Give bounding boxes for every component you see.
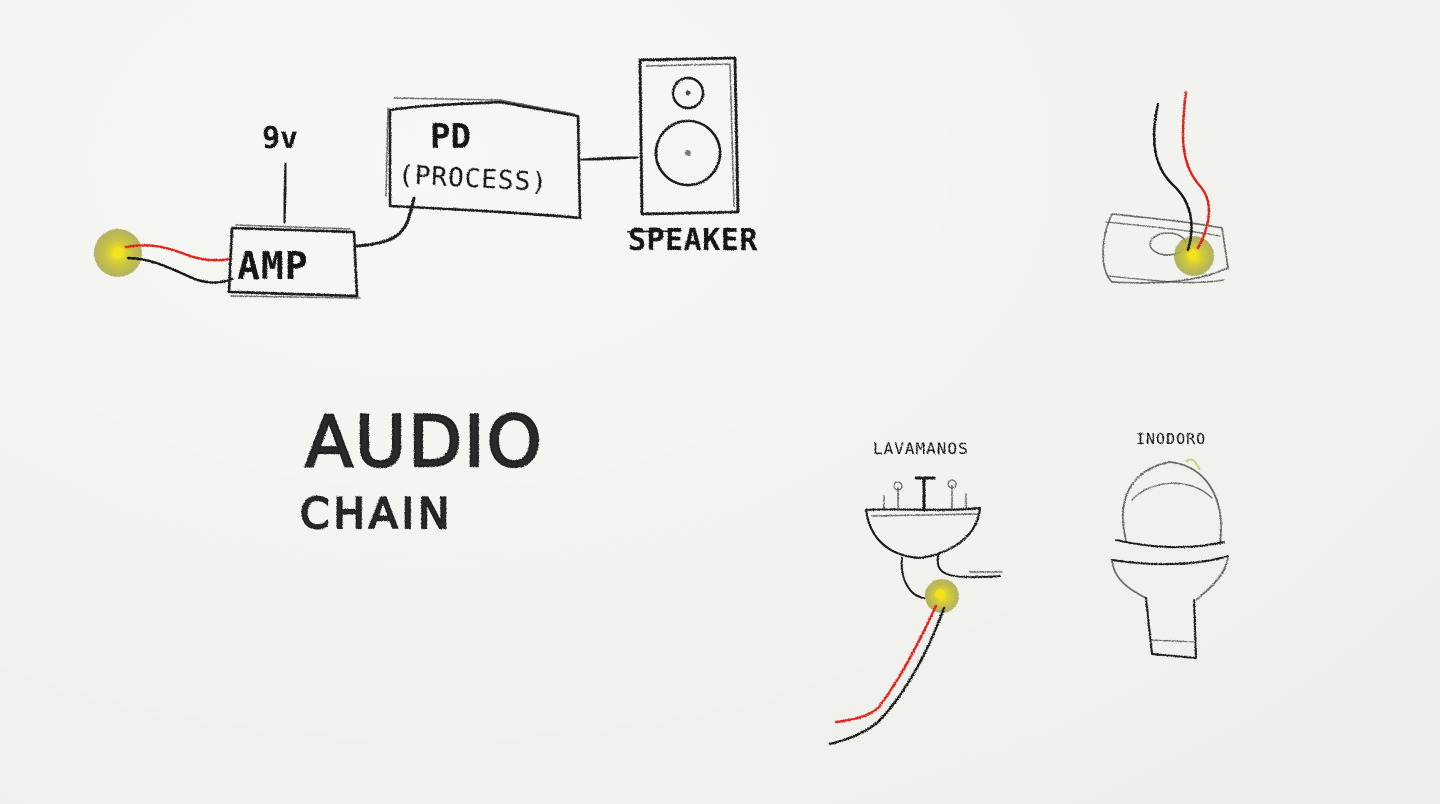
pd-box [385,97,582,220]
chain-title: CHAIN [300,489,453,538]
piezo-sensor-drain [1174,236,1214,276]
piezo-wires-drain [1152,90,1211,252]
inodoro-label: INODORO [1136,430,1206,448]
piezo-sensor-sink [925,579,959,613]
piezo-wires-left [124,243,234,284]
amp-to-pd-cable [355,196,416,248]
nine-volt-line [282,162,288,224]
speaker-label: SPEAKER [628,223,758,258]
nine-volt-label: 9v [262,121,298,156]
audio-title: AUDIO [305,401,544,483]
toilet-sketch [1111,458,1229,659]
speaker-underline [627,230,669,233]
pd-to-speaker-cable [580,155,639,162]
amp-box [227,224,361,299]
piezo-sensor-left [94,229,142,277]
process-label: (PROCESS) [397,160,548,198]
pd-label: PD [430,117,471,157]
amp-label: AMP [237,244,309,288]
sink-sketch [864,476,1003,599]
speaker-box [638,56,740,216]
piezo-wires-sink [828,604,946,746]
lavamanos-label: LAVAMANOS [873,439,969,458]
